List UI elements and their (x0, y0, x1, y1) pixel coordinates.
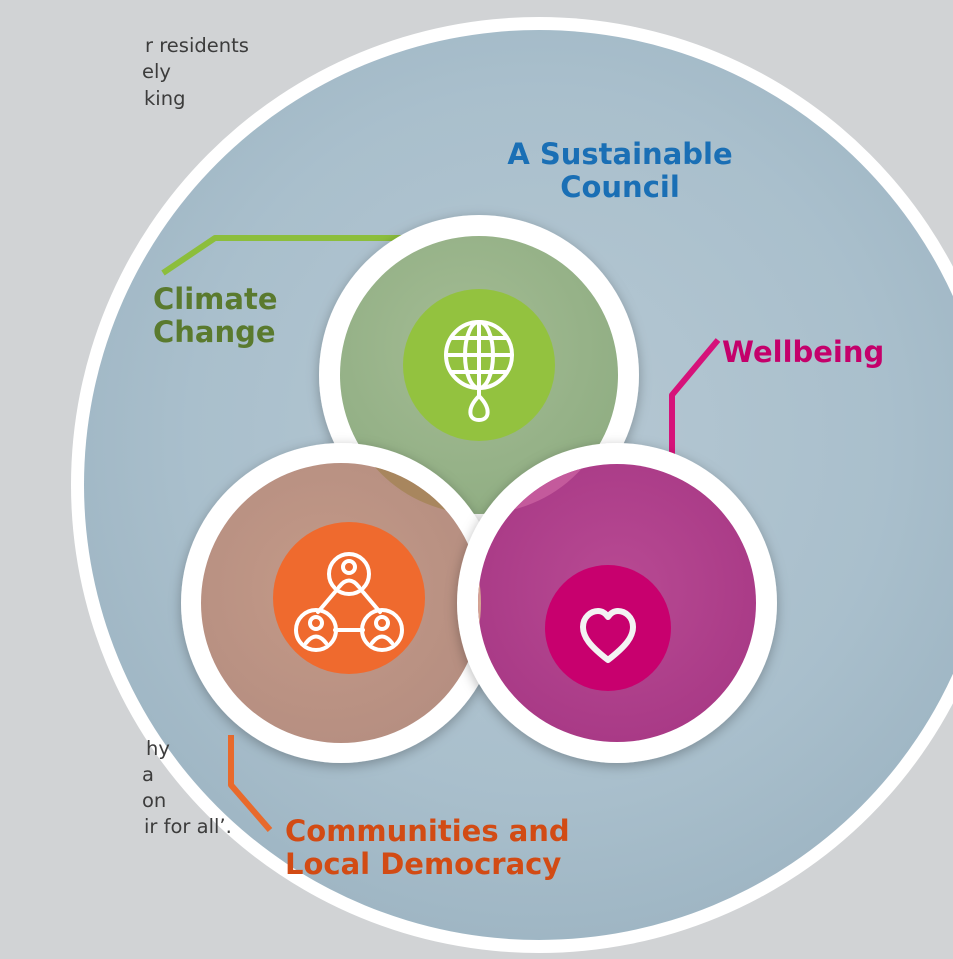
sustainable-council-label: A Sustainable Council (470, 138, 770, 204)
top-text-line-3: king (144, 87, 186, 110)
globe-water-drop-icon (444, 320, 514, 422)
communities-label-line-2: Local Democracy (285, 847, 562, 881)
heart-icon (580, 608, 636, 663)
top-text-line-1: r residents (145, 34, 249, 57)
top-text-line-2: ely (142, 60, 171, 83)
climate-change-label-line-2: Change (153, 315, 276, 349)
wellbeing-label-line-1: Wellbeing (722, 335, 885, 369)
bottom-text-line-4: ir for all’. (144, 815, 232, 838)
sustainable-council-label-line-1: A Sustainable (507, 137, 733, 171)
wellbeing-label: Wellbeing (722, 336, 884, 369)
climate-change-label: Climate Change (153, 283, 277, 349)
wellbeing-icon-disc (545, 565, 671, 691)
bottom-text-line-1: hy (146, 737, 170, 760)
climate-change-connector (161, 235, 420, 276)
communities-connector (228, 735, 273, 832)
bottom-text-line-3: on (142, 789, 167, 812)
sustainable-council-label-line-2: Council (560, 170, 680, 204)
communities-label-line-1: Communities and (285, 814, 570, 848)
communities-icon-disc (273, 522, 425, 674)
climate-change-label-line-1: Climate (153, 282, 278, 316)
communities-label: Communities and Local Democracy (285, 815, 570, 881)
bottom-text-line-2: a (142, 763, 154, 786)
wellbeing-connector (669, 338, 721, 460)
people-network-icon (294, 552, 404, 652)
